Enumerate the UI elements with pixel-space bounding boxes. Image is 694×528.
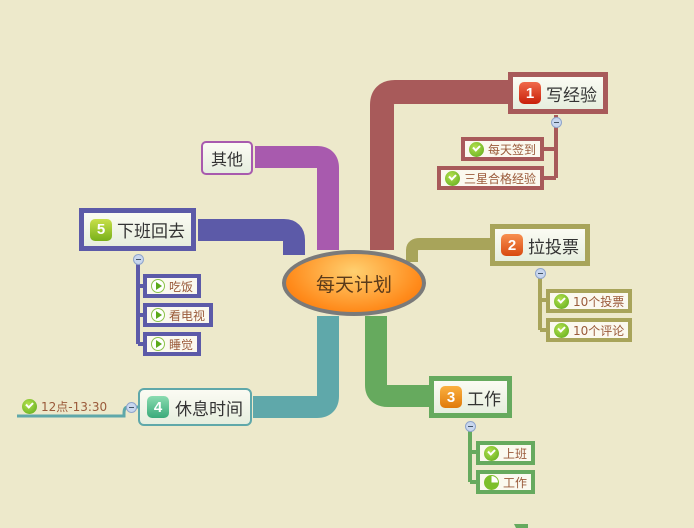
play-icon — [151, 337, 165, 351]
topic-label: 其他 — [211, 150, 244, 169]
collapse-icon[interactable] — [535, 268, 546, 279]
subtopic-watch-tv[interactable]: 看电视 — [143, 303, 214, 327]
pie-progress-icon — [484, 474, 499, 490]
subtopic-label: 12点-13:30 — [41, 400, 108, 414]
check-icon — [468, 141, 484, 157]
topic-other[interactable]: 其他 — [201, 141, 254, 175]
subtopic-label: 10个评论 — [573, 323, 625, 338]
check-icon — [554, 322, 569, 338]
subtopic-label: 工作 — [503, 475, 528, 490]
subtopic-label: 睡觉 — [169, 337, 194, 352]
topic-votes[interactable]: 2 拉投票 — [490, 224, 590, 266]
topic-label: 拉投票 — [528, 237, 579, 258]
subtopic-working[interactable]: 工作 — [476, 470, 536, 494]
check-icon — [484, 445, 499, 461]
branch-5-connector — [198, 219, 305, 255]
central-topic-label: 每天计划 — [315, 273, 392, 296]
branch-5-children-connector — [136, 255, 146, 346]
subtopic-label: 上班 — [503, 446, 528, 461]
topic-write-experience[interactable]: 1 写经验 — [508, 72, 608, 114]
collapse-icon[interactable] — [126, 402, 137, 413]
play-icon — [151, 279, 165, 293]
branch-4-connector — [253, 316, 339, 418]
check-icon — [444, 170, 460, 186]
subtopic-10-votes[interactable]: 10个投票 — [546, 289, 633, 313]
subtopic-eat[interactable]: 吃饭 — [143, 274, 202, 298]
subtopic-sleep[interactable]: 睡觉 — [143, 332, 202, 356]
subtopic-label: 10个投票 — [573, 294, 625, 309]
topic-label: 休息时间 — [175, 399, 243, 420]
priority-3-icon: 3 — [440, 386, 462, 408]
branch-3-connector — [365, 316, 430, 407]
check-icon — [22, 399, 37, 414]
topic-work[interactable]: 3 工作 — [429, 376, 512, 418]
priority-2-icon: 2 — [501, 234, 523, 256]
priority-1-icon: 1 — [519, 82, 541, 104]
topic-go-home[interactable]: 5 下班回去 — [79, 208, 196, 251]
branch-1-connector — [370, 80, 510, 250]
collapse-icon[interactable] — [551, 117, 562, 128]
subtopic-go-to-work[interactable]: 上班 — [476, 441, 536, 465]
topic-rest-time[interactable]: 4 休息时间 — [138, 388, 252, 426]
topic-label: 工作 — [467, 389, 501, 410]
subtopic-label: 每天签到 — [487, 142, 536, 157]
check-icon — [554, 293, 569, 309]
other-connector — [255, 146, 339, 250]
subtopic-label: 吃饭 — [169, 279, 194, 294]
priority-4-icon: 4 — [147, 396, 169, 418]
subtopic-label: 看电视 — [169, 308, 206, 323]
subtopic-10-comments[interactable]: 10个评论 — [546, 318, 633, 342]
collapse-icon[interactable] — [465, 421, 476, 432]
central-topic[interactable]: 每天计划 — [282, 250, 426, 316]
subtopic-three-star[interactable]: 三星合格经验 — [436, 166, 544, 190]
priority-5-icon: 5 — [90, 218, 112, 241]
branch-2-connector — [406, 238, 492, 262]
play-icon — [151, 308, 165, 322]
subtopic-lunch-break[interactable]: 12点-13:30 — [22, 398, 107, 415]
collapse-icon[interactable] — [133, 254, 144, 265]
partial-branch-fragment — [514, 524, 528, 528]
topic-label: 写经验 — [546, 85, 597, 106]
subtopic-label: 三星合格经验 — [463, 171, 536, 186]
subtopic-daily-checkin[interactable]: 每天签到 — [460, 137, 544, 161]
topic-label: 下班回去 — [117, 222, 185, 242]
